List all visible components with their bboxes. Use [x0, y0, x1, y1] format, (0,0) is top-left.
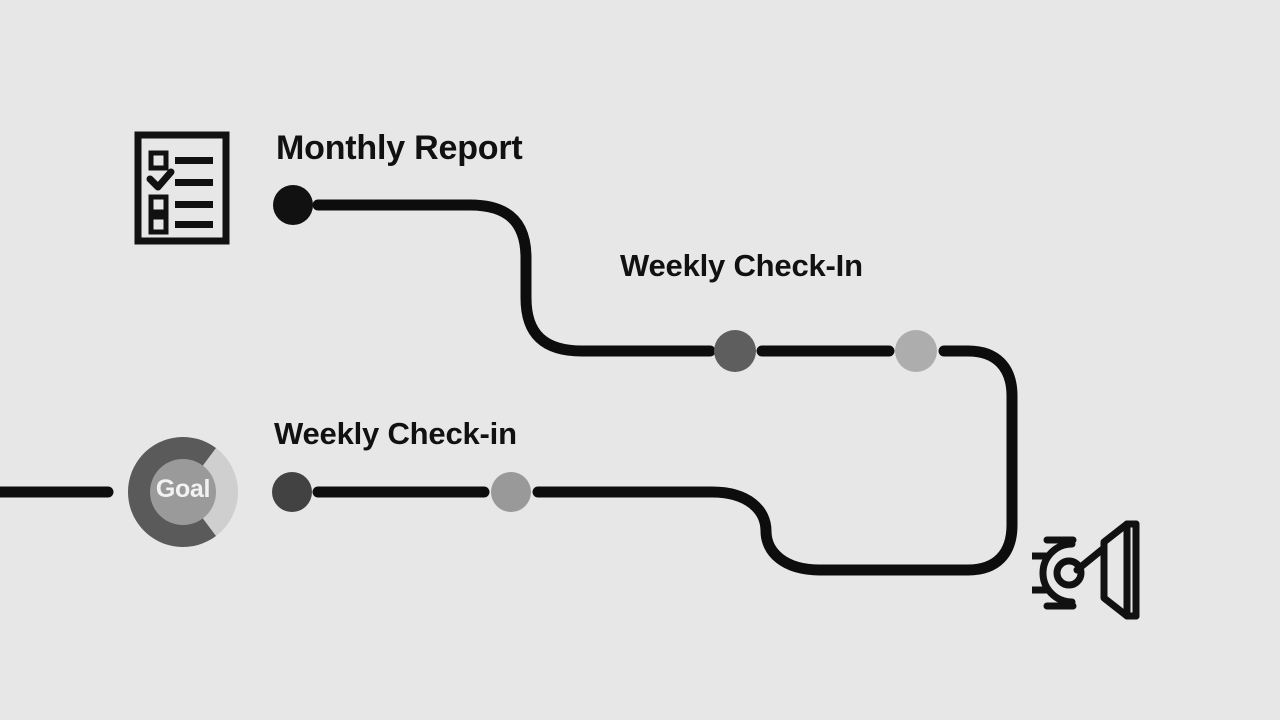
checklist-checkbox-1: [148, 150, 169, 171]
node-monthly-report[interactable]: [273, 185, 313, 225]
node-weekly-check-in-lower-a[interactable]: [272, 472, 312, 512]
connector-weekly-lower-to-megaphone: [532, 486, 936, 576]
donut-center-hole: [150, 459, 216, 525]
checklist-page-border: [134, 131, 230, 245]
checklist-icon: [134, 131, 230, 245]
checklist-checkbox-3: [148, 194, 169, 215]
goal-donut-chart[interactable]: [128, 437, 238, 547]
goal-donut-label: Goal: [155, 475, 211, 503]
node-weekly-check-in-lower-b[interactable]: [491, 472, 531, 512]
megaphone-sound-arc: [1039, 540, 1076, 606]
label-weekly-check-in-upper: Weekly Check-In: [620, 248, 863, 283]
megaphone-horn: [1100, 520, 1131, 620]
checklist-line-1: [175, 157, 213, 164]
checklist-checkmark-2: [146, 168, 175, 191]
node-weekly-check-in-upper-a[interactable]: [714, 330, 756, 372]
checklist-line-2: [175, 179, 213, 186]
connector-right-hook: [899, 345, 1018, 576]
checklist-line-4: [175, 221, 213, 228]
checklist-line-3: [175, 201, 213, 208]
checklist-checkbox-4: [148, 214, 169, 235]
node-weekly-check-in-upper-b[interactable]: [895, 330, 937, 372]
connector-monthly-to-weekly-upper: [312, 199, 716, 357]
label-monthly-report: Monthly Report: [276, 129, 523, 167]
megaphone-pivot: [1053, 557, 1085, 589]
megaphone-icon: [1032, 520, 1140, 620]
label-weekly-check-in-lower: Weekly Check-in: [274, 416, 517, 451]
